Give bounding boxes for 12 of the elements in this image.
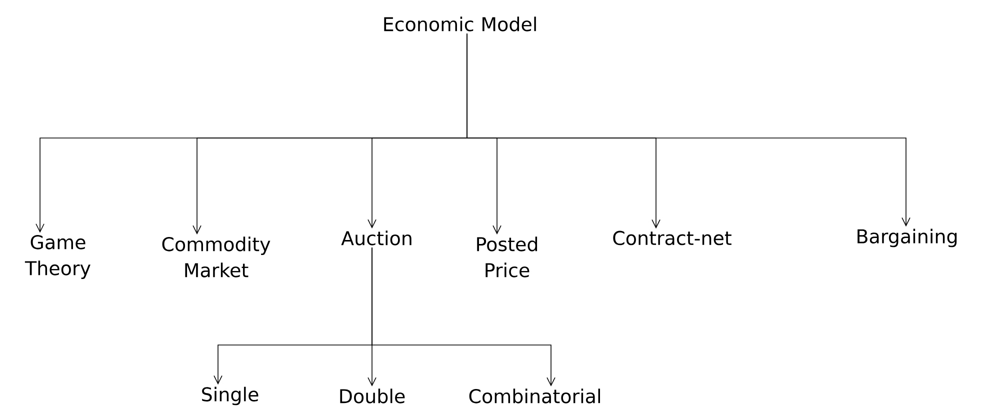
node-label: Game Theory <box>24 234 90 280</box>
node-label: Single <box>202 386 258 406</box>
node-label: Bargaining <box>858 228 957 248</box>
arrow <box>372 247 556 386</box>
node-label: Posted Price <box>477 236 538 278</box>
node-label: Auction <box>341 230 412 246</box>
arrow <box>466 33 910 227</box>
node-label: Combinatorial <box>469 388 600 404</box>
node-label: Commodity Market <box>162 236 270 278</box>
node-label: Double <box>340 388 405 404</box>
node-label: Economic Model <box>384 16 536 32</box>
node-label: Contract-net <box>613 230 732 246</box>
